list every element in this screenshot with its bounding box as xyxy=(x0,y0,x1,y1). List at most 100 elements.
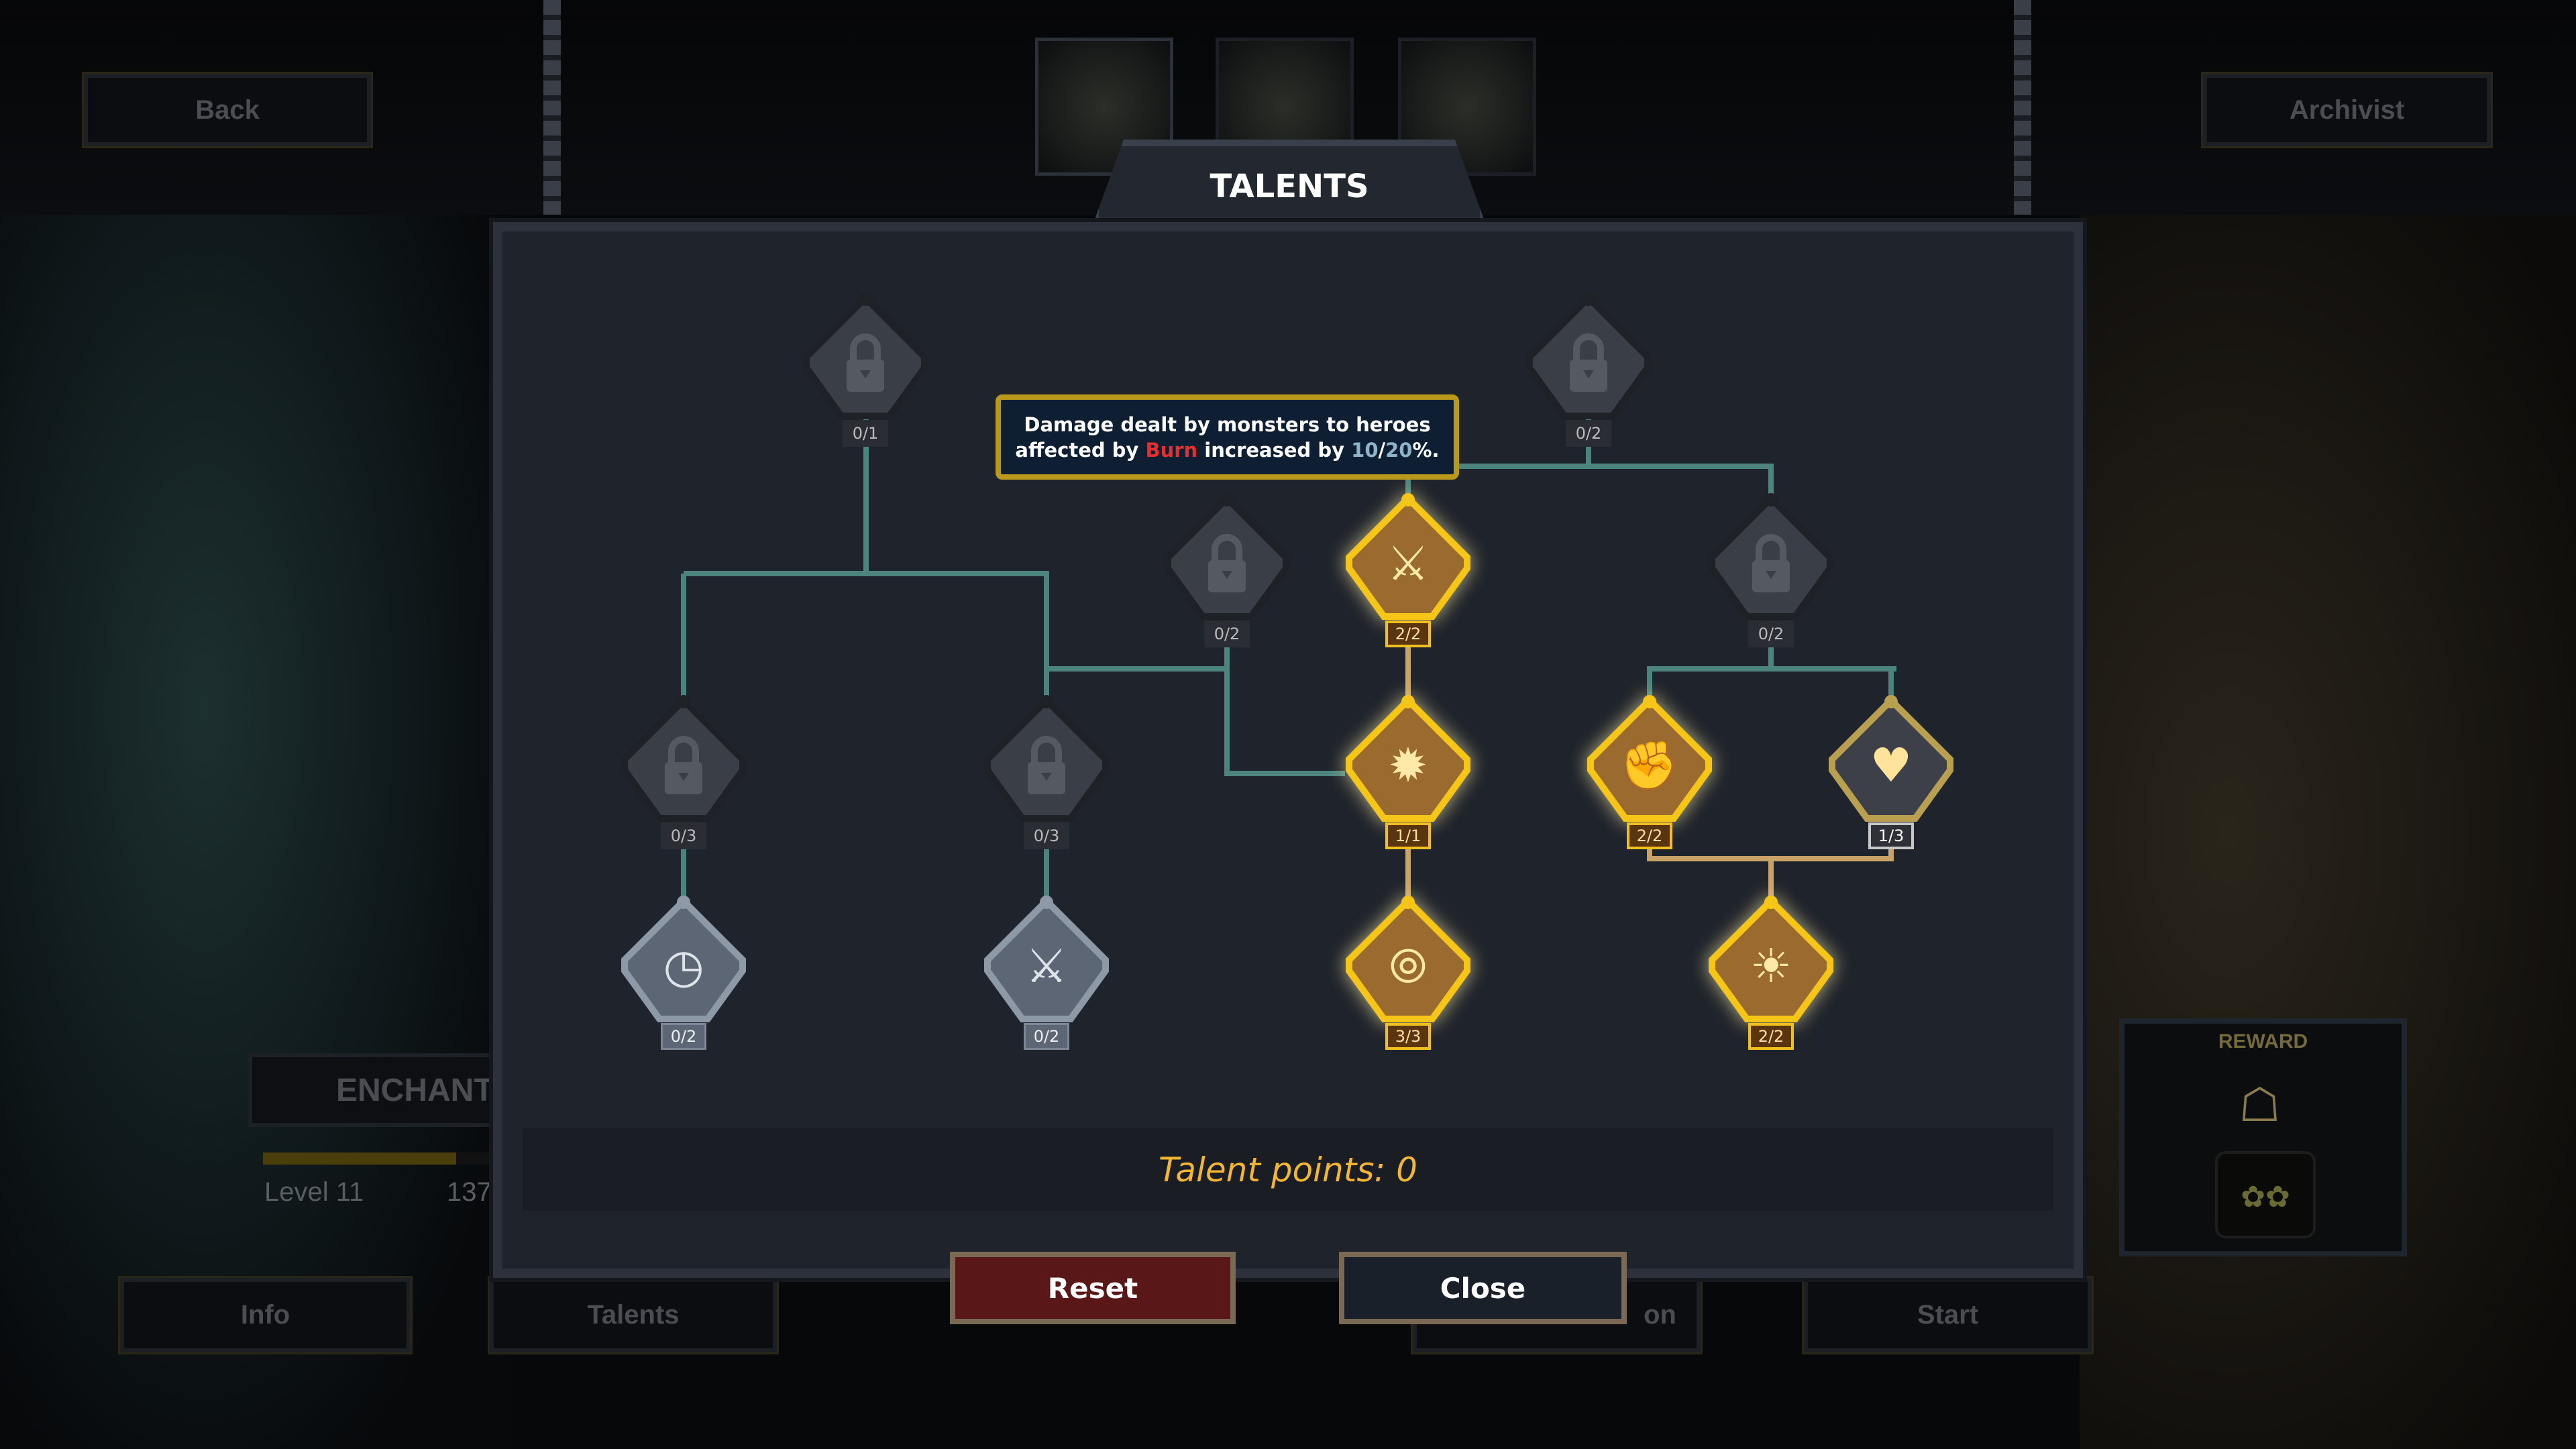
talent-node[interactable]: 0/3 xyxy=(979,695,1114,869)
sword-icon: ⚔ xyxy=(1025,938,1068,994)
talent-node[interactable]: ✹ 1/1 xyxy=(1341,695,1475,869)
node-rank: 2/2 xyxy=(1748,1023,1794,1050)
tooltip-value-1: 10 xyxy=(1351,438,1379,462)
dialog-title-tab: TALENTS xyxy=(1092,140,1487,227)
back-button[interactable]: Back xyxy=(82,72,373,148)
dialog-title: TALENTS xyxy=(1210,168,1369,205)
talent-node[interactable]: ◷ 0/2 xyxy=(616,896,751,1070)
node-frame xyxy=(1709,493,1833,620)
tooltip-line-2: affected by Burn increased by 10/20%. xyxy=(1001,437,1454,463)
node-rank: 0/3 xyxy=(1024,822,1069,849)
node-rank: 0/2 xyxy=(1204,621,1250,647)
node-frame xyxy=(984,695,1109,822)
reset-button[interactable]: Reset xyxy=(950,1252,1236,1324)
lock-icon xyxy=(1028,736,1065,794)
connector-line xyxy=(681,839,686,919)
node-frame xyxy=(1709,896,1833,1022)
talent-node[interactable]: ⦾ 3/3 xyxy=(1341,896,1475,1070)
burning-face-icon: ☀ xyxy=(1750,938,1792,994)
connector-line xyxy=(1044,574,1049,714)
info-tab[interactable]: Info xyxy=(118,1276,413,1354)
xp-bar xyxy=(263,1152,504,1165)
connector-line xyxy=(1647,666,1652,720)
node-rank: 0/3 xyxy=(661,822,706,849)
chain-left xyxy=(543,0,561,215)
reward-title: REWARD xyxy=(2218,1030,2308,1053)
lock-icon xyxy=(1570,333,1607,392)
node-frame xyxy=(1526,292,1651,419)
connector-line xyxy=(1459,464,1774,469)
node-frame xyxy=(1346,896,1470,1022)
connector-line xyxy=(684,571,1049,576)
background-forest-art xyxy=(0,215,510,1449)
node-rank: 0/2 xyxy=(661,1023,706,1050)
talent-node[interactable]: 0/2 xyxy=(1521,292,1656,467)
lock-icon xyxy=(1752,534,1790,592)
talent-tooltip: Damage dealt by monsters to heroes affec… xyxy=(996,394,1459,480)
background-map-art xyxy=(2080,215,2576,1449)
talent-node[interactable]: 0/2 xyxy=(1704,493,1838,667)
tooltip-text: %. xyxy=(1412,438,1440,462)
chain-icon: ⦾ xyxy=(1389,938,1427,994)
node-rank: 1/3 xyxy=(1868,822,1914,849)
node-rank: 0/2 xyxy=(1748,621,1794,647)
connector-line xyxy=(863,402,869,574)
node-frame xyxy=(1587,695,1712,822)
lock-icon xyxy=(847,333,884,392)
lock-icon xyxy=(665,736,702,794)
node-rank: 0/1 xyxy=(843,420,888,447)
node-frame xyxy=(621,695,746,822)
sword-frost-icon: ⚔ xyxy=(1387,536,1430,591)
connector-line xyxy=(1224,631,1230,776)
node-rank: 0/2 xyxy=(1024,1023,1069,1050)
node-rank: 3/3 xyxy=(1385,1023,1431,1050)
close-button[interactable]: Close xyxy=(1339,1252,1627,1324)
talent-node[interactable]: ⚔ 0/2 xyxy=(979,896,1114,1070)
chain-right xyxy=(2014,0,2031,215)
talent-node[interactable]: 0/3 xyxy=(616,695,751,869)
tooltip-keyword-burn: Burn xyxy=(1145,438,1198,462)
connector-line xyxy=(1044,839,1049,919)
talent-node[interactable]: 0/1 xyxy=(798,292,932,467)
active-connector-line xyxy=(1768,856,1774,916)
node-frame xyxy=(984,896,1109,1022)
enchant-label: ENCHANT xyxy=(336,1073,494,1108)
start-button[interactable]: Start xyxy=(1802,1276,2094,1354)
talent-node[interactable]: ☀ 2/2 xyxy=(1704,896,1838,1070)
explosion-frost-icon: ✹ xyxy=(1388,738,1428,793)
connector-line xyxy=(1768,464,1774,517)
talents-tab[interactable]: Talents xyxy=(488,1276,779,1354)
node-rank: 0/2 xyxy=(1566,420,1611,447)
node-frame xyxy=(1165,493,1289,620)
node-rank: 1/1 xyxy=(1385,822,1431,849)
tooltip-text: / xyxy=(1378,438,1386,462)
talent-points-label: Talent points: 0 xyxy=(1159,1150,1417,1189)
talent-node[interactable]: ⚔ 2/2 xyxy=(1341,493,1475,667)
talent-node[interactable]: ♥1/3 xyxy=(1824,695,1958,869)
node-rank: 2/2 xyxy=(1385,621,1431,647)
connector-line xyxy=(1768,644,1774,669)
talent-node[interactable]: ✊2/2 xyxy=(1582,695,1717,869)
xp-bar-fill xyxy=(263,1152,456,1165)
connector-line xyxy=(681,574,686,714)
node-rank: 2/2 xyxy=(1627,822,1672,849)
tooltip-line-1: Damage dealt by monsters to heroes xyxy=(1024,413,1431,436)
tooltip-text: affected by xyxy=(1015,438,1146,462)
connector-line xyxy=(1224,771,1345,776)
lock-icon xyxy=(1208,534,1246,592)
node-frame xyxy=(1829,695,1953,822)
tooltip-value-2: 20 xyxy=(1385,438,1413,462)
active-connector-line xyxy=(1888,839,1894,860)
node-frame xyxy=(1346,493,1470,620)
node-frame xyxy=(621,896,746,1022)
connector-line xyxy=(1647,666,1896,672)
talent-node[interactable]: 0/2 xyxy=(1160,493,1294,667)
clock-icon: ◷ xyxy=(663,938,704,994)
flowers-icon: ✿✿ xyxy=(2215,1151,2316,1238)
connector-line xyxy=(1046,666,1229,672)
archivist-button[interactable]: Archivist xyxy=(2201,72,2493,148)
level-label: Level 11 xyxy=(264,1177,364,1207)
talent-points-bar: Talent points: 0 xyxy=(523,1128,2053,1211)
trophy-icon: ☖ xyxy=(2239,1079,2281,1131)
node-frame xyxy=(1346,695,1470,822)
